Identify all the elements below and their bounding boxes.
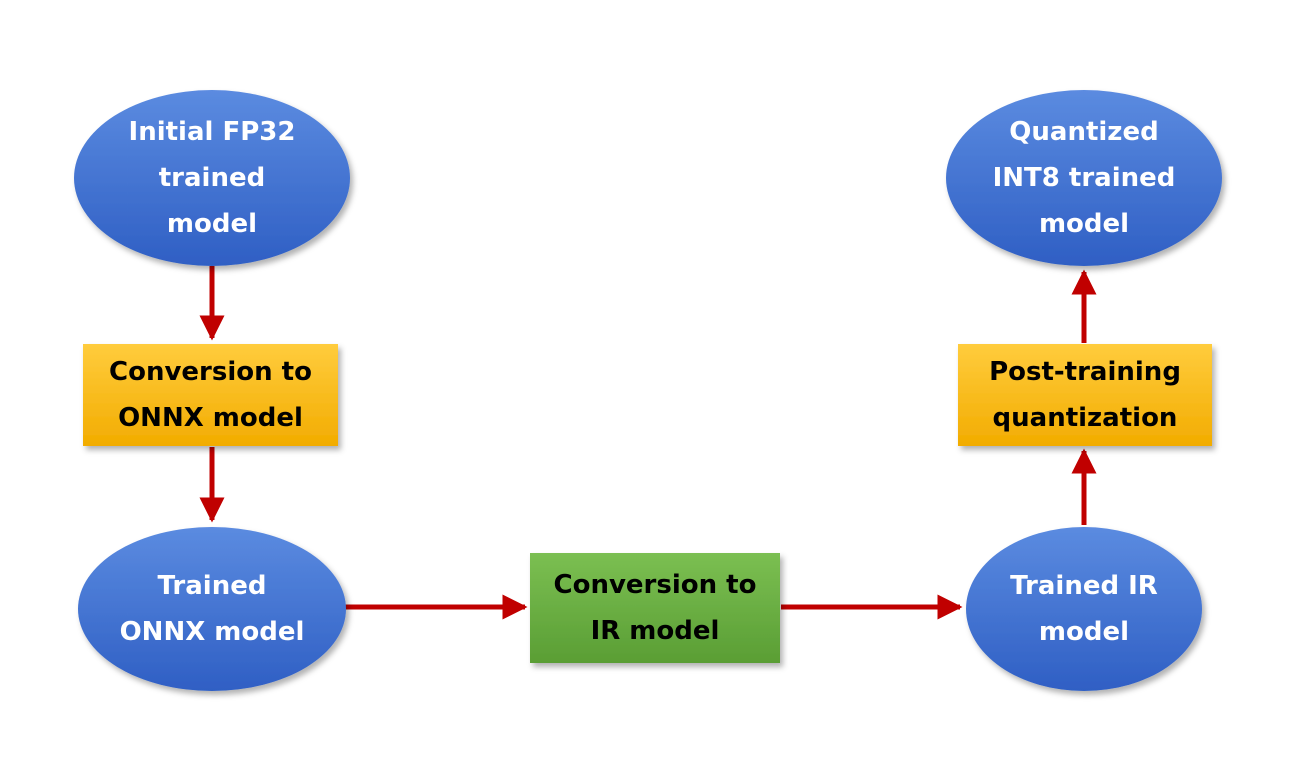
- label-quantized-model: Quantized INT8 trained model: [946, 90, 1222, 266]
- label-line: INT8 trained: [992, 163, 1176, 193]
- node-ir-conversion: [530, 553, 780, 663]
- label-line: ONNX model: [118, 403, 303, 433]
- node-ir-model: [966, 527, 1202, 691]
- node-initial-model: [74, 90, 350, 266]
- node-onnx-model: [78, 527, 346, 691]
- node-onnx-conversion: [83, 344, 338, 446]
- label-line: IR model: [590, 616, 720, 646]
- label-onnx-model: Trained ONNX model: [78, 527, 346, 691]
- node-quantized-model: [946, 90, 1222, 266]
- label-onnx-conversion: Conversion to ONNX model: [83, 344, 338, 446]
- label-ir-model: Trained IR model: [966, 527, 1202, 691]
- label-line: Post-training: [989, 357, 1181, 387]
- label-line: Trained IR: [1010, 571, 1158, 601]
- label-line: trained: [158, 163, 266, 193]
- label-ir-conversion: Conversion to IR model: [530, 553, 780, 663]
- label-line: model: [1038, 617, 1130, 647]
- label-ptq: Post-training quantization: [958, 344, 1212, 446]
- label-line: Conversion to: [109, 357, 312, 387]
- label-line: Initial FP32: [128, 117, 296, 147]
- label-line: model: [1038, 209, 1130, 239]
- label-initial-model: Initial FP32 trained model: [74, 90, 350, 266]
- label-line: quantization: [992, 403, 1178, 433]
- edges: [199, 266, 1097, 620]
- label-line: Conversion to: [553, 570, 757, 600]
- label-line: ONNX model: [119, 617, 305, 647]
- label-line: Trained: [157, 571, 267, 601]
- label-line: Quantized: [1009, 117, 1159, 147]
- label-line: model: [166, 209, 258, 239]
- node-ptq: [958, 344, 1212, 446]
